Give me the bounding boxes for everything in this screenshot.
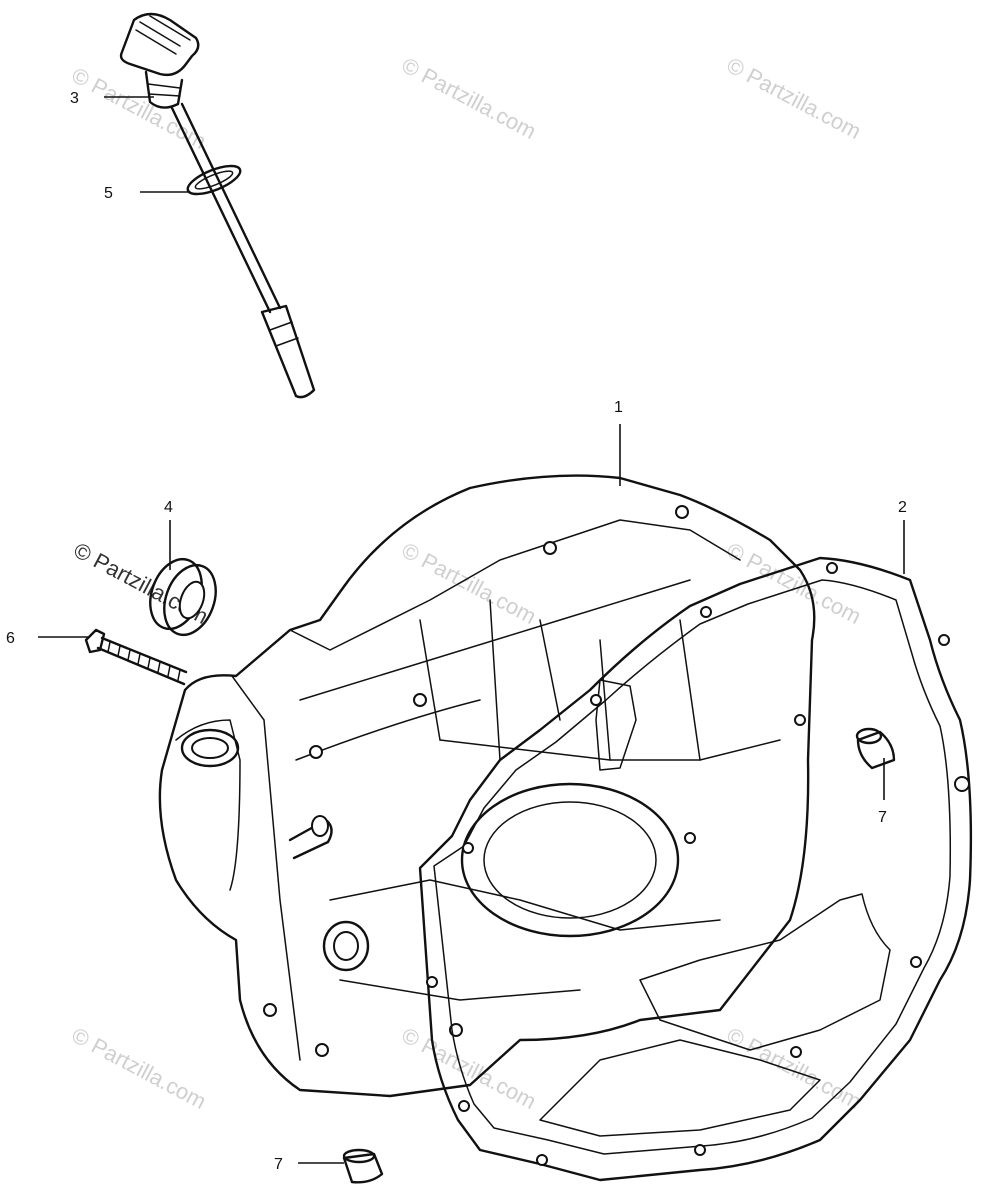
- bolt-part[interactable]: [84, 628, 188, 686]
- watermark: © Partzilla.com: [398, 1022, 541, 1114]
- leader-lines: [38, 96, 905, 1164]
- crankcase-cover-part[interactable]: [158, 474, 816, 1098]
- dowel-pin-part[interactable]: [855, 727, 896, 770]
- dipstick-part[interactable]: [119, 12, 316, 399]
- watermark: © Partzilla.com: [68, 62, 211, 154]
- watermark: © Partzilla.com: [723, 52, 866, 144]
- callout-5: 5: [104, 185, 113, 202]
- callout-3: 3: [70, 90, 79, 107]
- o-ring-part[interactable]: [184, 160, 243, 200]
- callout-2: 2: [898, 499, 907, 516]
- callout-7: 7: [274, 1156, 283, 1173]
- watermark: © Partzilla.com: [68, 1022, 211, 1114]
- callout-labels: 1 2 3 4 5 6 7 7: [6, 90, 907, 1173]
- oil-seal-part[interactable]: [141, 552, 225, 642]
- callout-4: 4: [164, 499, 173, 516]
- watermark: © Partzilla.com: [398, 52, 541, 144]
- watermark: © Partzilla.com: [723, 1022, 866, 1114]
- gasket-part[interactable]: [418, 556, 973, 1182]
- callout-6: 6: [6, 630, 15, 647]
- callout-7: 7: [878, 809, 887, 826]
- watermark: © Partzilla.com: [398, 537, 541, 629]
- dowel-pin-part[interactable]: [342, 1148, 384, 1184]
- callout-1: 1: [614, 399, 623, 416]
